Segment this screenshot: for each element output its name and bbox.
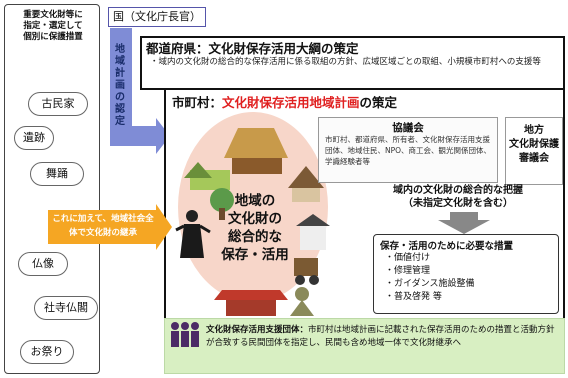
asset-ruins: 遺跡	[14, 126, 54, 150]
festival-float-icon	[294, 258, 319, 285]
storehouse-icon	[296, 214, 330, 250]
certification-label: 地 域 計 画 の 認 定	[115, 44, 125, 127]
rice-field-icon	[184, 162, 230, 190]
measures-box	[373, 234, 559, 314]
national-agency-box: 国（文化庁長官）	[108, 7, 206, 27]
prefecture-heading: 都道府県：文化財保存活用大綱の策定	[146, 41, 359, 56]
support-organization-box	[164, 318, 565, 374]
gassho-house-icon	[288, 166, 324, 202]
down-arrow	[438, 212, 490, 234]
local-council-box: 地方 文化財保護 審議会	[505, 117, 563, 185]
council-title: 協議会	[392, 122, 424, 134]
asset-old-house: 古民家	[28, 92, 88, 116]
asset-temples: 社寺仏閣	[34, 296, 98, 320]
asset-dance: 舞踊	[30, 162, 84, 186]
council-box	[318, 117, 498, 183]
measure-item: ・修理管理	[385, 266, 431, 276]
asset-festival: お祭り	[20, 340, 74, 364]
shrine-icon	[214, 290, 288, 316]
thatched-house-icon	[224, 128, 288, 174]
measure-item: ・普及啓発 等	[385, 292, 442, 302]
dancer-icon	[175, 210, 211, 258]
buddha-statue-icon	[290, 287, 314, 316]
heritage-illustrations	[175, 128, 330, 316]
measure-item: ・価値付け	[385, 253, 431, 263]
council-members: 市町村、都道府県、所有者、文化財保存活用支援団体、地域住民、NPO、商工会、観光…	[325, 135, 492, 166]
community-inheritance-label: これに加えて、地域社会全体で文化財の継承	[52, 214, 154, 238]
tree-icon	[210, 188, 234, 220]
prefecture-description: ・域内の文化財の総合的な保存活用に係る取組の方針、広域区域ごとの取組、小規模市町…	[150, 57, 541, 67]
measures-title: 保存・活用のために必要な措置	[380, 241, 514, 252]
comprehensive-grasp: 域内の文化財の総合的な把握 （未指定文化財を含む）	[393, 185, 523, 209]
asset-buddha-statue: 仏像	[18, 252, 68, 276]
people-icon	[171, 322, 199, 347]
municipality-heading: 市町村：文化財保存活用地域計画の策定	[172, 95, 398, 110]
support-organization-text: 文化財保存活用支援団体：市町村は地域計画に記載された保存活用のための措置と活動方…	[206, 325, 555, 348]
measure-item: ・ガイダンス施設整備	[385, 279, 475, 289]
regional-heritage-label: 地域の 文化財の 総合的な 保存・活用	[221, 193, 289, 263]
certification-arrow	[110, 28, 170, 154]
community-inheritance-arrow	[48, 204, 172, 250]
designated-assets-title: 重要文化財等に 指定・選定して 個別に保護措置	[23, 10, 83, 42]
